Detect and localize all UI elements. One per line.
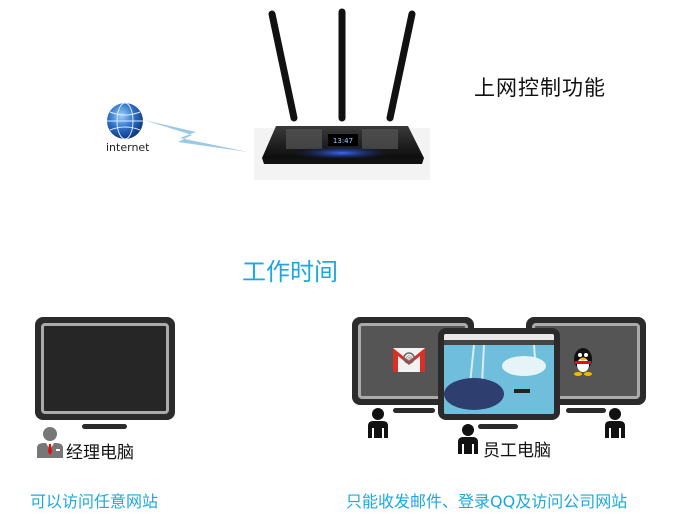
lightning-link-icon	[144, 120, 248, 152]
employee-computer-label: 员工电脑	[483, 441, 551, 461]
company-website-screen	[444, 334, 554, 414]
manager-monitor	[35, 317, 175, 420]
manager-screen	[41, 323, 169, 414]
manager-caption: 可以访问任意网站	[30, 492, 159, 511]
employee-person-icon-right	[604, 408, 626, 438]
section-title-work-hours: 工作时间	[242, 258, 338, 286]
qq-penguin-icon	[571, 347, 595, 377]
employee-monitor-website	[438, 328, 560, 420]
manager-person-icon	[36, 426, 64, 458]
employee-person-icon-left	[367, 408, 389, 438]
globe-icon	[107, 102, 143, 140]
gmail-icon: @	[393, 348, 425, 372]
wireless-router-icon: 13:47	[254, 8, 430, 180]
manager-monitor-stand	[82, 424, 127, 429]
internet-globe	[106, 102, 144, 140]
employee-left-stand	[393, 408, 435, 413]
svg-text:13:47: 13:47	[333, 137, 353, 145]
wireless-link	[144, 118, 250, 154]
page-title: 上网控制功能	[474, 76, 606, 100]
svg-text:@: @	[406, 355, 413, 363]
manager-computer-label: 经理电脑	[66, 443, 134, 463]
employee-center-stand	[478, 424, 518, 429]
employee-person-icon-center	[457, 424, 479, 454]
employee-right-stand	[566, 408, 606, 413]
internet-label: internet	[106, 141, 150, 154]
employee-caption: 只能收发邮件、登录QQ及访问公司网站	[346, 492, 628, 511]
router-image: 13:47	[254, 8, 430, 180]
